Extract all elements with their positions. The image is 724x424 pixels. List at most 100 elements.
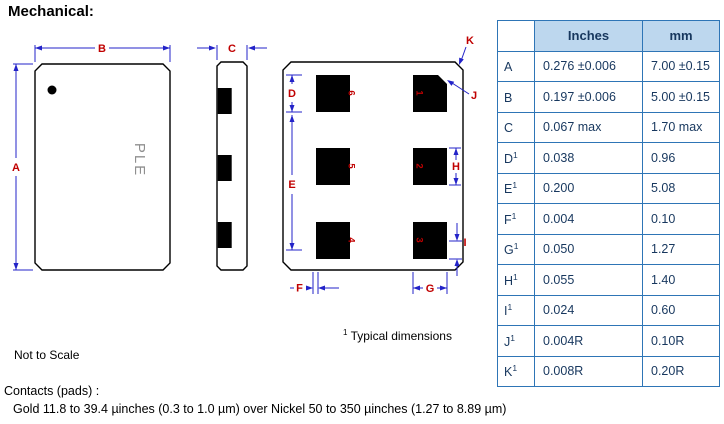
dim-k-label: K	[466, 35, 474, 47]
side-view	[216, 61, 248, 271]
pad-number-1: 1	[414, 90, 425, 96]
dim-mm-cell: 5.08	[642, 172, 720, 204]
dim-inches-cell: 0.004R	[534, 325, 643, 357]
dim-letter-cell: F1	[497, 203, 535, 235]
pin1-marker-dot	[47, 85, 57, 95]
table-row: D1 0.038 0.96	[497, 142, 720, 174]
dim-b: B	[34, 43, 171, 62]
front-view: PLE	[34, 63, 171, 271]
mechanical-drawing: PLE B A C 6 5	[12, 35, 477, 295]
dim-letter-cell: D1	[497, 142, 535, 174]
dim-a-label: A	[12, 162, 20, 174]
pad-number-6: 6	[346, 90, 357, 95]
dimension-table: Inches mm A 0.276 ±0.006 7.00 ±0.15 B 0.…	[497, 20, 720, 387]
dim-a: A	[12, 63, 33, 271]
pad-number-5: 5	[346, 163, 357, 169]
pad-2	[413, 148, 447, 185]
table-row: K1 0.008R 0.20R	[497, 355, 720, 387]
table-row: C 0.067 max 1.70 max	[497, 111, 720, 143]
table-header-row: Inches mm	[497, 20, 720, 52]
dim-i: I	[449, 223, 467, 276]
dim-h: H	[449, 147, 461, 186]
table-row: I1 0.024 0.60	[497, 294, 720, 326]
dim-c-label: C	[228, 43, 236, 55]
dim-letter-cell: E1	[497, 172, 535, 204]
typical-note-superscript: 1	[343, 328, 348, 337]
typical-note-text: Typical dimensions	[347, 329, 452, 343]
pad-number-4: 4	[346, 237, 357, 243]
table-row: A 0.276 ±0.006 7.00 ±0.15	[497, 50, 720, 82]
pad-3	[413, 222, 447, 259]
dim-inches-cell: 0.008R	[534, 355, 643, 387]
dim-j-label: J	[471, 90, 477, 102]
pad-4	[316, 222, 350, 259]
dim-mm-cell: 7.00 ±0.15	[642, 50, 720, 82]
pad-number-2: 2	[414, 163, 425, 168]
dim-j: J	[447, 80, 477, 102]
dim-d: D	[286, 74, 302, 113]
dim-mm-cell: 5.00 ±0.15	[642, 81, 720, 113]
dim-mm-cell: 1.70 max	[642, 111, 720, 143]
dim-i-label: I	[463, 237, 466, 249]
dim-mm-cell: 0.96	[642, 142, 720, 174]
bottom-view-outline	[282, 61, 464, 271]
dim-f: F	[290, 272, 339, 295]
dim-inches-cell: 0.276 ±0.006	[534, 50, 643, 82]
table-row: H1 0.055 1.40	[497, 264, 720, 296]
contacts-title: Contacts (pads) :	[4, 384, 100, 398]
dim-inches-cell: 0.004	[534, 203, 643, 235]
header-inches: Inches	[534, 20, 643, 52]
dim-letter-cell: A	[497, 50, 535, 82]
dim-inches-cell: 0.050	[534, 233, 643, 265]
table-row: G1 0.050 1.27	[497, 233, 720, 265]
dim-inches-cell: 0.197 ±0.006	[534, 81, 643, 113]
contacts-detail: Gold 11.8 to 39.4 µinches (0.3 to 1.0 µm…	[13, 402, 507, 416]
bottom-view: 6 5 4 1 2 3	[282, 61, 464, 271]
dim-b-label: B	[98, 43, 106, 55]
side-pad	[217, 155, 232, 181]
dim-inches-cell: 0.024	[534, 294, 643, 326]
dim-letter-cell: G1	[497, 233, 535, 265]
header-dim-cell	[497, 20, 535, 52]
dim-h-label: H	[452, 161, 460, 173]
dim-inches-cell: 0.200	[534, 172, 643, 204]
table-row: F1 0.004 0.10	[497, 203, 720, 235]
dim-inches-cell: 0.067 max	[534, 111, 643, 143]
dim-inches-cell: 0.038	[534, 142, 643, 174]
package-marking-text: PLE	[131, 143, 148, 177]
dim-letter-cell: I1	[497, 294, 535, 326]
dim-mm-cell: 0.60	[642, 294, 720, 326]
dim-f-label: F	[296, 283, 303, 295]
side-pad	[217, 88, 232, 114]
dim-letter-cell: K1	[497, 355, 535, 387]
not-to-scale-note: Not to Scale	[14, 348, 80, 362]
dim-letter-cell: B	[497, 81, 535, 113]
page-title: Mechanical:	[8, 3, 94, 20]
dim-inches-cell: 0.055	[534, 264, 643, 296]
dim-d-label: D	[288, 88, 296, 100]
dim-e: E	[286, 115, 302, 251]
front-view-outline	[34, 63, 171, 271]
dim-mm-cell: 1.27	[642, 233, 720, 265]
dim-c: C	[197, 43, 267, 60]
table-row: B 0.197 ±0.006 5.00 ±0.15	[497, 81, 720, 113]
pad-number-3: 3	[414, 237, 425, 242]
table-row: J1 0.004R 0.10R	[497, 325, 720, 357]
dim-g-label: G	[426, 283, 435, 295]
header-mm: mm	[642, 20, 720, 52]
dim-g: G	[412, 272, 448, 295]
dim-mm-cell: 1.40	[642, 264, 720, 296]
table-row: E1 0.200 5.08	[497, 172, 720, 204]
dim-letter-cell: H1	[497, 264, 535, 296]
side-pad	[217, 222, 232, 248]
dimension-table-body: A 0.276 ±0.006 7.00 ±0.15 B 0.197 ±0.006…	[497, 50, 720, 387]
dim-mm-cell: 0.10	[642, 203, 720, 235]
dim-mm-cell: 0.10R	[642, 325, 720, 357]
pad-5	[316, 148, 350, 185]
typical-dimensions-note: 1 Typical dimensions	[343, 328, 452, 343]
pad-6	[316, 75, 350, 112]
dim-e-label: E	[288, 179, 295, 191]
dim-letter-cell: J1	[497, 325, 535, 357]
dim-k: K	[459, 35, 474, 65]
dim-letter-cell: C	[497, 111, 535, 143]
